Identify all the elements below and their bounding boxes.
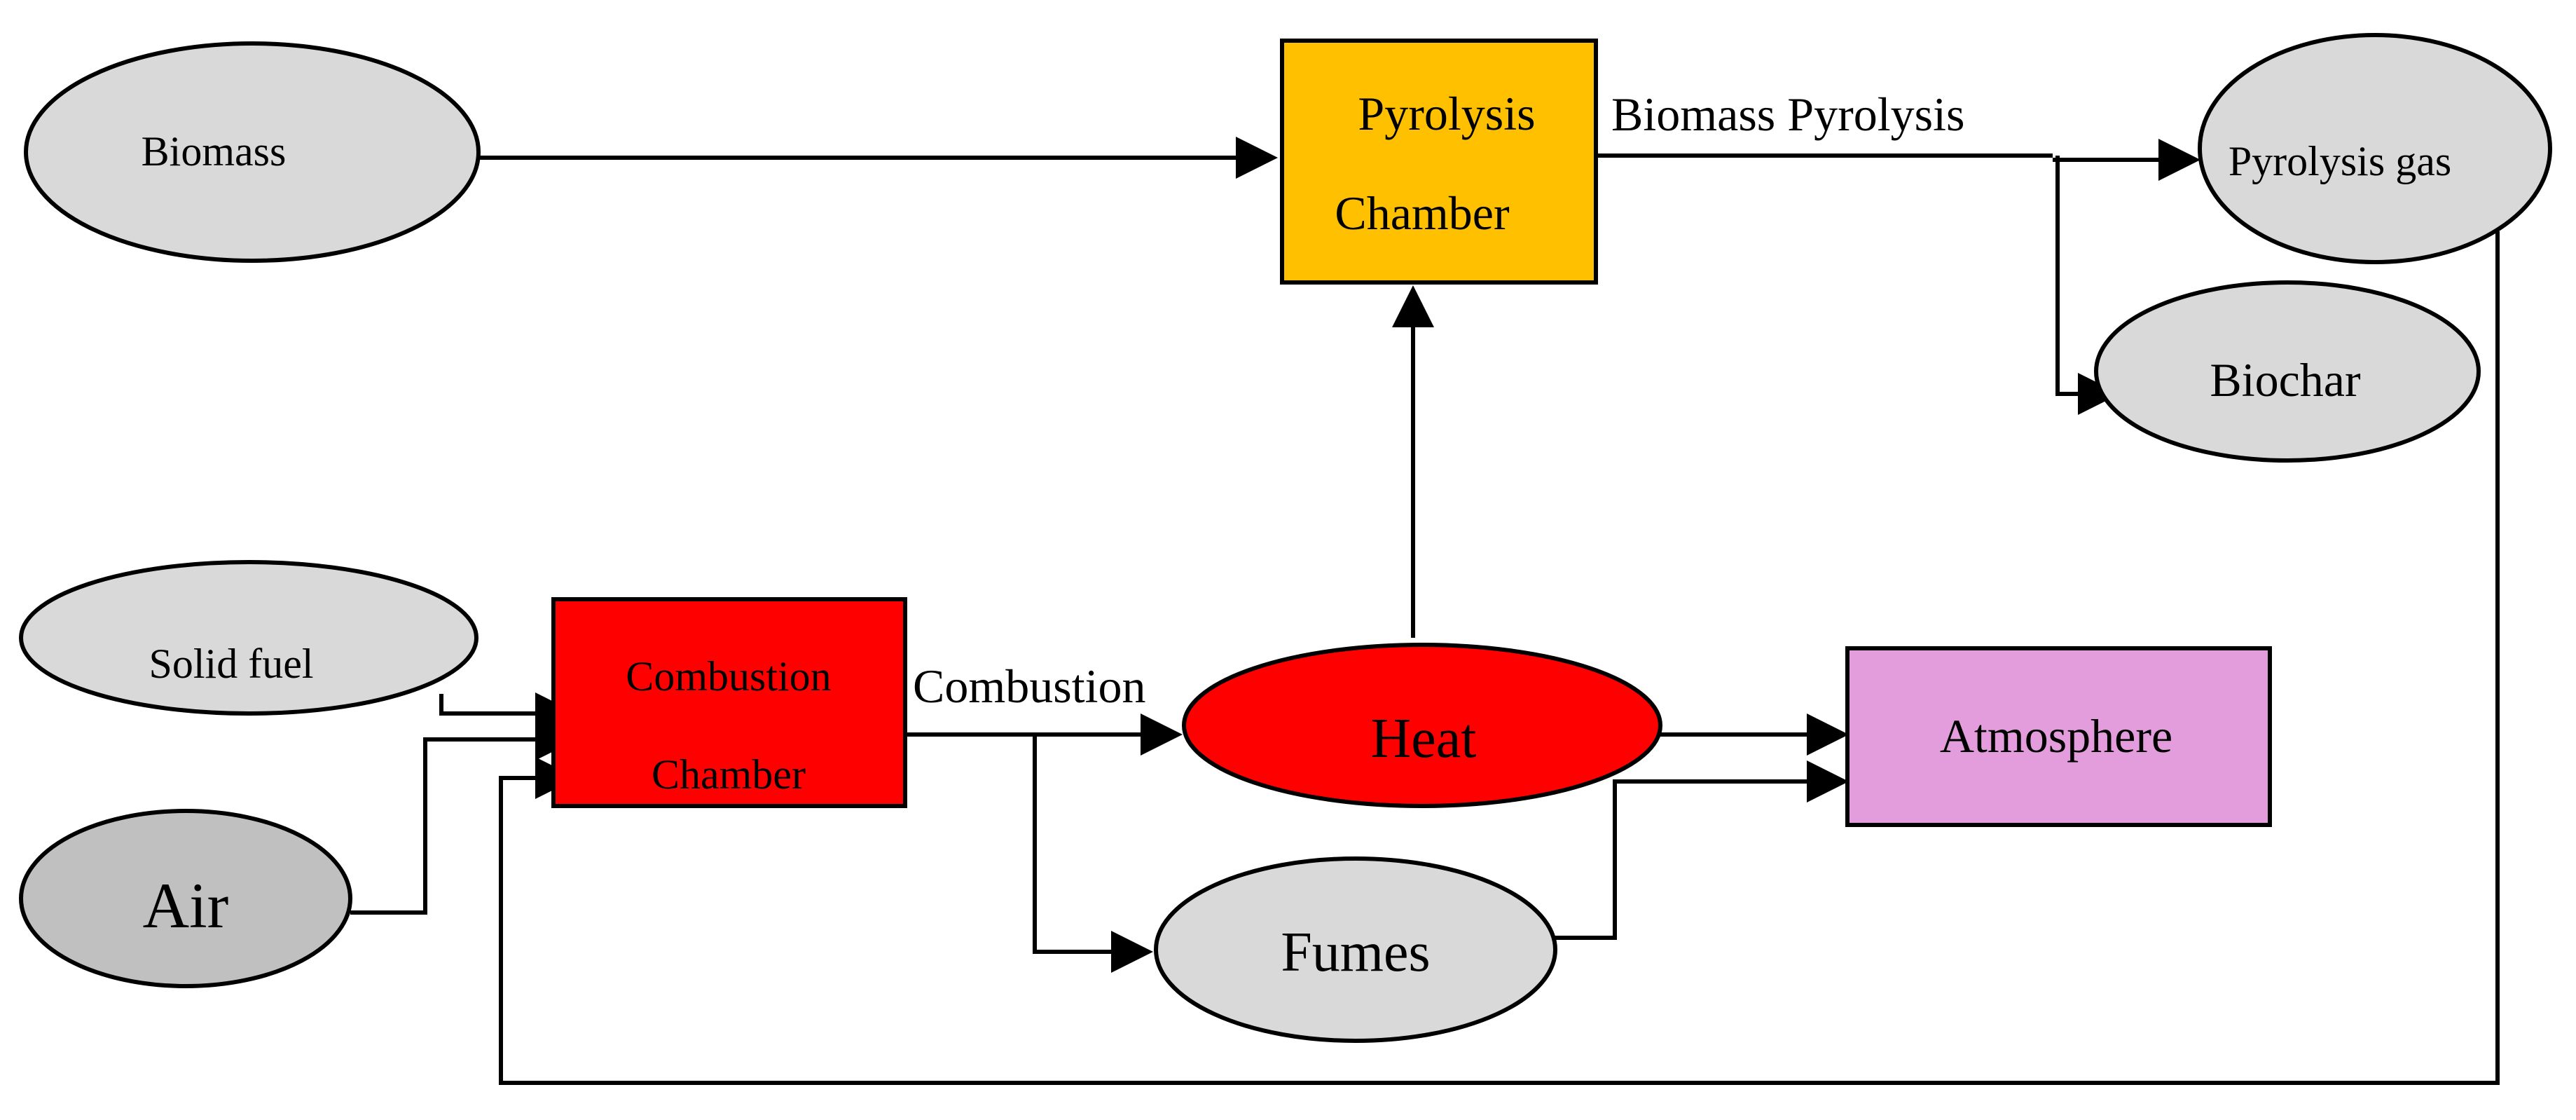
solid-fuel-label: Solid fuel: [149, 641, 314, 687]
edge-air-to-combustion: [350, 718, 577, 915]
edge-solid-fuel-to-combustion: [439, 692, 577, 735]
node-air: Air: [19, 809, 352, 988]
atmosphere-label: Atmosphere: [1940, 709, 2172, 763]
node-fumes: Fumes: [1154, 856, 1557, 1043]
pyrolysis-chamber-label-line1: Pyrolysis: [1358, 87, 1535, 140]
node-pyrolysis-gas: Pyrolysis gas: [2198, 33, 2552, 264]
combustion-chamber-label-line2: Chamber: [652, 751, 806, 798]
node-pyrolysis-chamber: Pyrolysis Chamber: [1280, 39, 1598, 285]
edge-to-biochar: [2055, 156, 2120, 415]
biochar-label: Biochar: [2210, 353, 2361, 407]
heat-label: Heat: [1370, 708, 1476, 770]
combustion-chamber-label-line1: Combustion: [626, 653, 831, 699]
pyrolysis-chamber-label-line2: Chamber: [1335, 186, 1510, 240]
biomass-label: Biomass: [142, 128, 287, 175]
air-label: Air: [143, 870, 229, 941]
node-atmosphere: Atmosphere: [1845, 646, 2272, 827]
node-biochar: Biochar: [2094, 280, 2481, 463]
node-combustion-chamber: Combustion Chamber: [551, 597, 907, 808]
pyrolysis-gas-label: Pyrolysis gas: [2229, 138, 2451, 184]
biomass-pyrolysis-label: Biomass Pyrolysis: [1611, 88, 1964, 141]
edge-gas-recycle-loop: [499, 231, 2500, 1085]
node-solid-fuel: Solid fuel: [19, 560, 478, 716]
node-biomass: Biomass: [24, 41, 481, 263]
node-heat: Heat: [1182, 643, 1662, 808]
fumes-label: Fumes: [1281, 922, 1430, 983]
combustion-label: Combustion: [913, 660, 1146, 713]
edge-fumes-to-atmosphere: [1555, 760, 1849, 940]
edge-combustion-to-fumes: [1033, 735, 1153, 973]
